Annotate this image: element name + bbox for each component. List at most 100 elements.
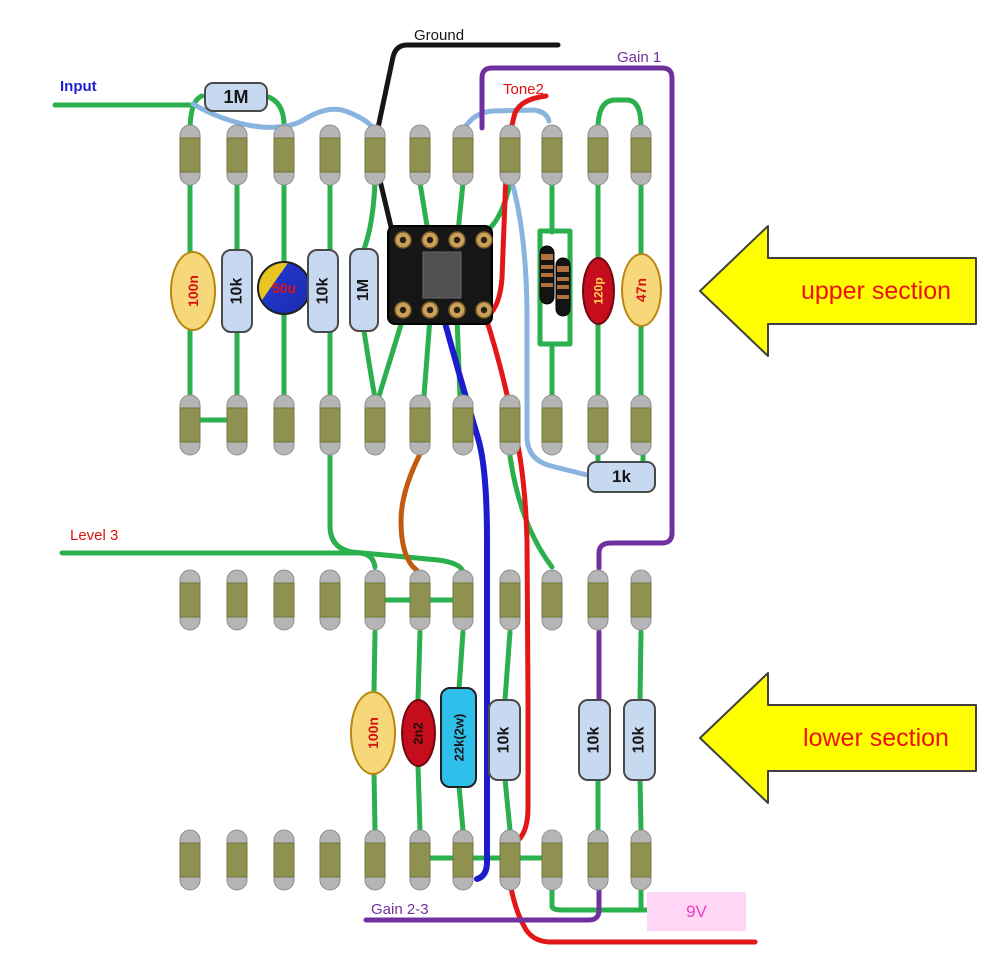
solder-pad (226, 569, 248, 631)
solder-pad (541, 124, 563, 186)
light-blue-wire (460, 107, 552, 134)
solder-pad (273, 829, 295, 891)
blue-signal-wire (441, 316, 490, 882)
solder-pad (452, 394, 474, 456)
solder-pad (630, 124, 652, 186)
component-value: 10k (313, 277, 331, 305)
solder-pad (409, 829, 431, 891)
solder-pad (587, 124, 609, 186)
solder-pad (409, 124, 431, 186)
upper-section-label: upper section (800, 277, 952, 305)
diode-icon (555, 257, 571, 317)
component-value: 10k (495, 726, 513, 754)
resistor-10k-5: 10k (623, 699, 656, 781)
component-value: 100n (364, 717, 381, 749)
ic-chip (387, 225, 493, 325)
green-wire (415, 629, 423, 833)
solder-pad (226, 829, 248, 891)
solder-pad (499, 569, 521, 631)
capacitor-2n2: 2n2 (401, 699, 436, 767)
dark-blue-wire (441, 316, 490, 882)
solder-pad (587, 569, 609, 631)
solder-pad (273, 124, 295, 186)
ic-pin (448, 301, 466, 319)
section-arrows (699, 225, 977, 804)
level3-wire (59, 550, 378, 570)
component-value: 47n (633, 277, 650, 303)
solder-pad (630, 569, 652, 631)
solder-pad (452, 124, 474, 186)
gain1-wire (479, 65, 675, 571)
component-value: 22k(2w) (451, 713, 467, 762)
solder-pad (364, 124, 386, 186)
component-value: 1M (354, 278, 372, 302)
gain23-wire (363, 883, 602, 923)
resistor-10k-1: 10k (221, 249, 253, 333)
capacitor-100n-lower: 100n (350, 691, 396, 775)
component-value: 100n (184, 275, 201, 307)
input-signal-wire (190, 101, 377, 133)
green-wire (456, 629, 466, 833)
green-wire (361, 180, 378, 401)
solder-pad (541, 829, 563, 891)
light-blue-wire (510, 183, 590, 478)
resistor-10k-2: 10k (307, 249, 339, 333)
green-wire (549, 883, 652, 913)
solder-pad (273, 394, 295, 456)
resistor-22k-2w: 22k(2w) (440, 687, 477, 788)
light-blue-wires (190, 101, 590, 478)
solder-pad (319, 124, 341, 186)
resistor-1k: 1k (587, 461, 656, 493)
ic-pin (448, 231, 466, 249)
ic-pin (394, 231, 412, 249)
tone2-label: Tone2 (503, 81, 544, 98)
green-wire (507, 453, 555, 570)
resistor-1m-vertical: 1M (349, 248, 379, 332)
gain23-label: Gain 2-3 (371, 901, 429, 918)
green-wire (263, 93, 287, 131)
component-value: 1k (612, 467, 631, 486)
solder-pad (409, 569, 431, 631)
green-wire (595, 97, 644, 132)
solder-pad (364, 569, 386, 631)
capacitor-120p: 120p (582, 257, 615, 325)
lower-section-label: lower section (803, 724, 949, 752)
lower-section-arrow-icon (699, 672, 977, 804)
component-value: 2n2 (411, 721, 426, 745)
solder-pad (452, 829, 474, 891)
component-value: 120p (591, 277, 606, 305)
level3-label: Level 3 (70, 527, 119, 544)
solder-pad (179, 569, 201, 631)
red-supply-wire (508, 885, 758, 945)
solder-pad (587, 394, 609, 456)
component-value: 10k (585, 726, 603, 754)
green-wire (417, 180, 431, 235)
solder-pad (179, 394, 201, 456)
capacitor-50u: 50u (257, 261, 311, 315)
red-wire (483, 315, 531, 846)
solder-pad (409, 394, 431, 456)
green-wires (52, 93, 652, 913)
solder-pad (319, 569, 341, 631)
green-wire (502, 629, 513, 833)
component-value: 10k (227, 277, 245, 305)
solder-pad (499, 829, 521, 891)
solder-pad (587, 829, 609, 891)
solder-pad (630, 829, 652, 891)
ic-pin (475, 301, 493, 319)
input-label: Input (60, 78, 97, 95)
component-value: 1M (223, 86, 249, 107)
diode-icon (539, 245, 555, 305)
capacitor-100n-upper: 100n (170, 251, 216, 331)
solder-pad (319, 394, 341, 456)
solder-pad (226, 394, 248, 456)
ground-label: Ground (414, 27, 465, 44)
solder-pad (499, 124, 521, 186)
diode-pair (539, 245, 571, 317)
green-wire (371, 629, 378, 833)
ic-center (422, 251, 462, 299)
green-wire (637, 629, 644, 833)
ic-pin (421, 231, 439, 249)
upper-section-arrow-icon (699, 225, 977, 357)
